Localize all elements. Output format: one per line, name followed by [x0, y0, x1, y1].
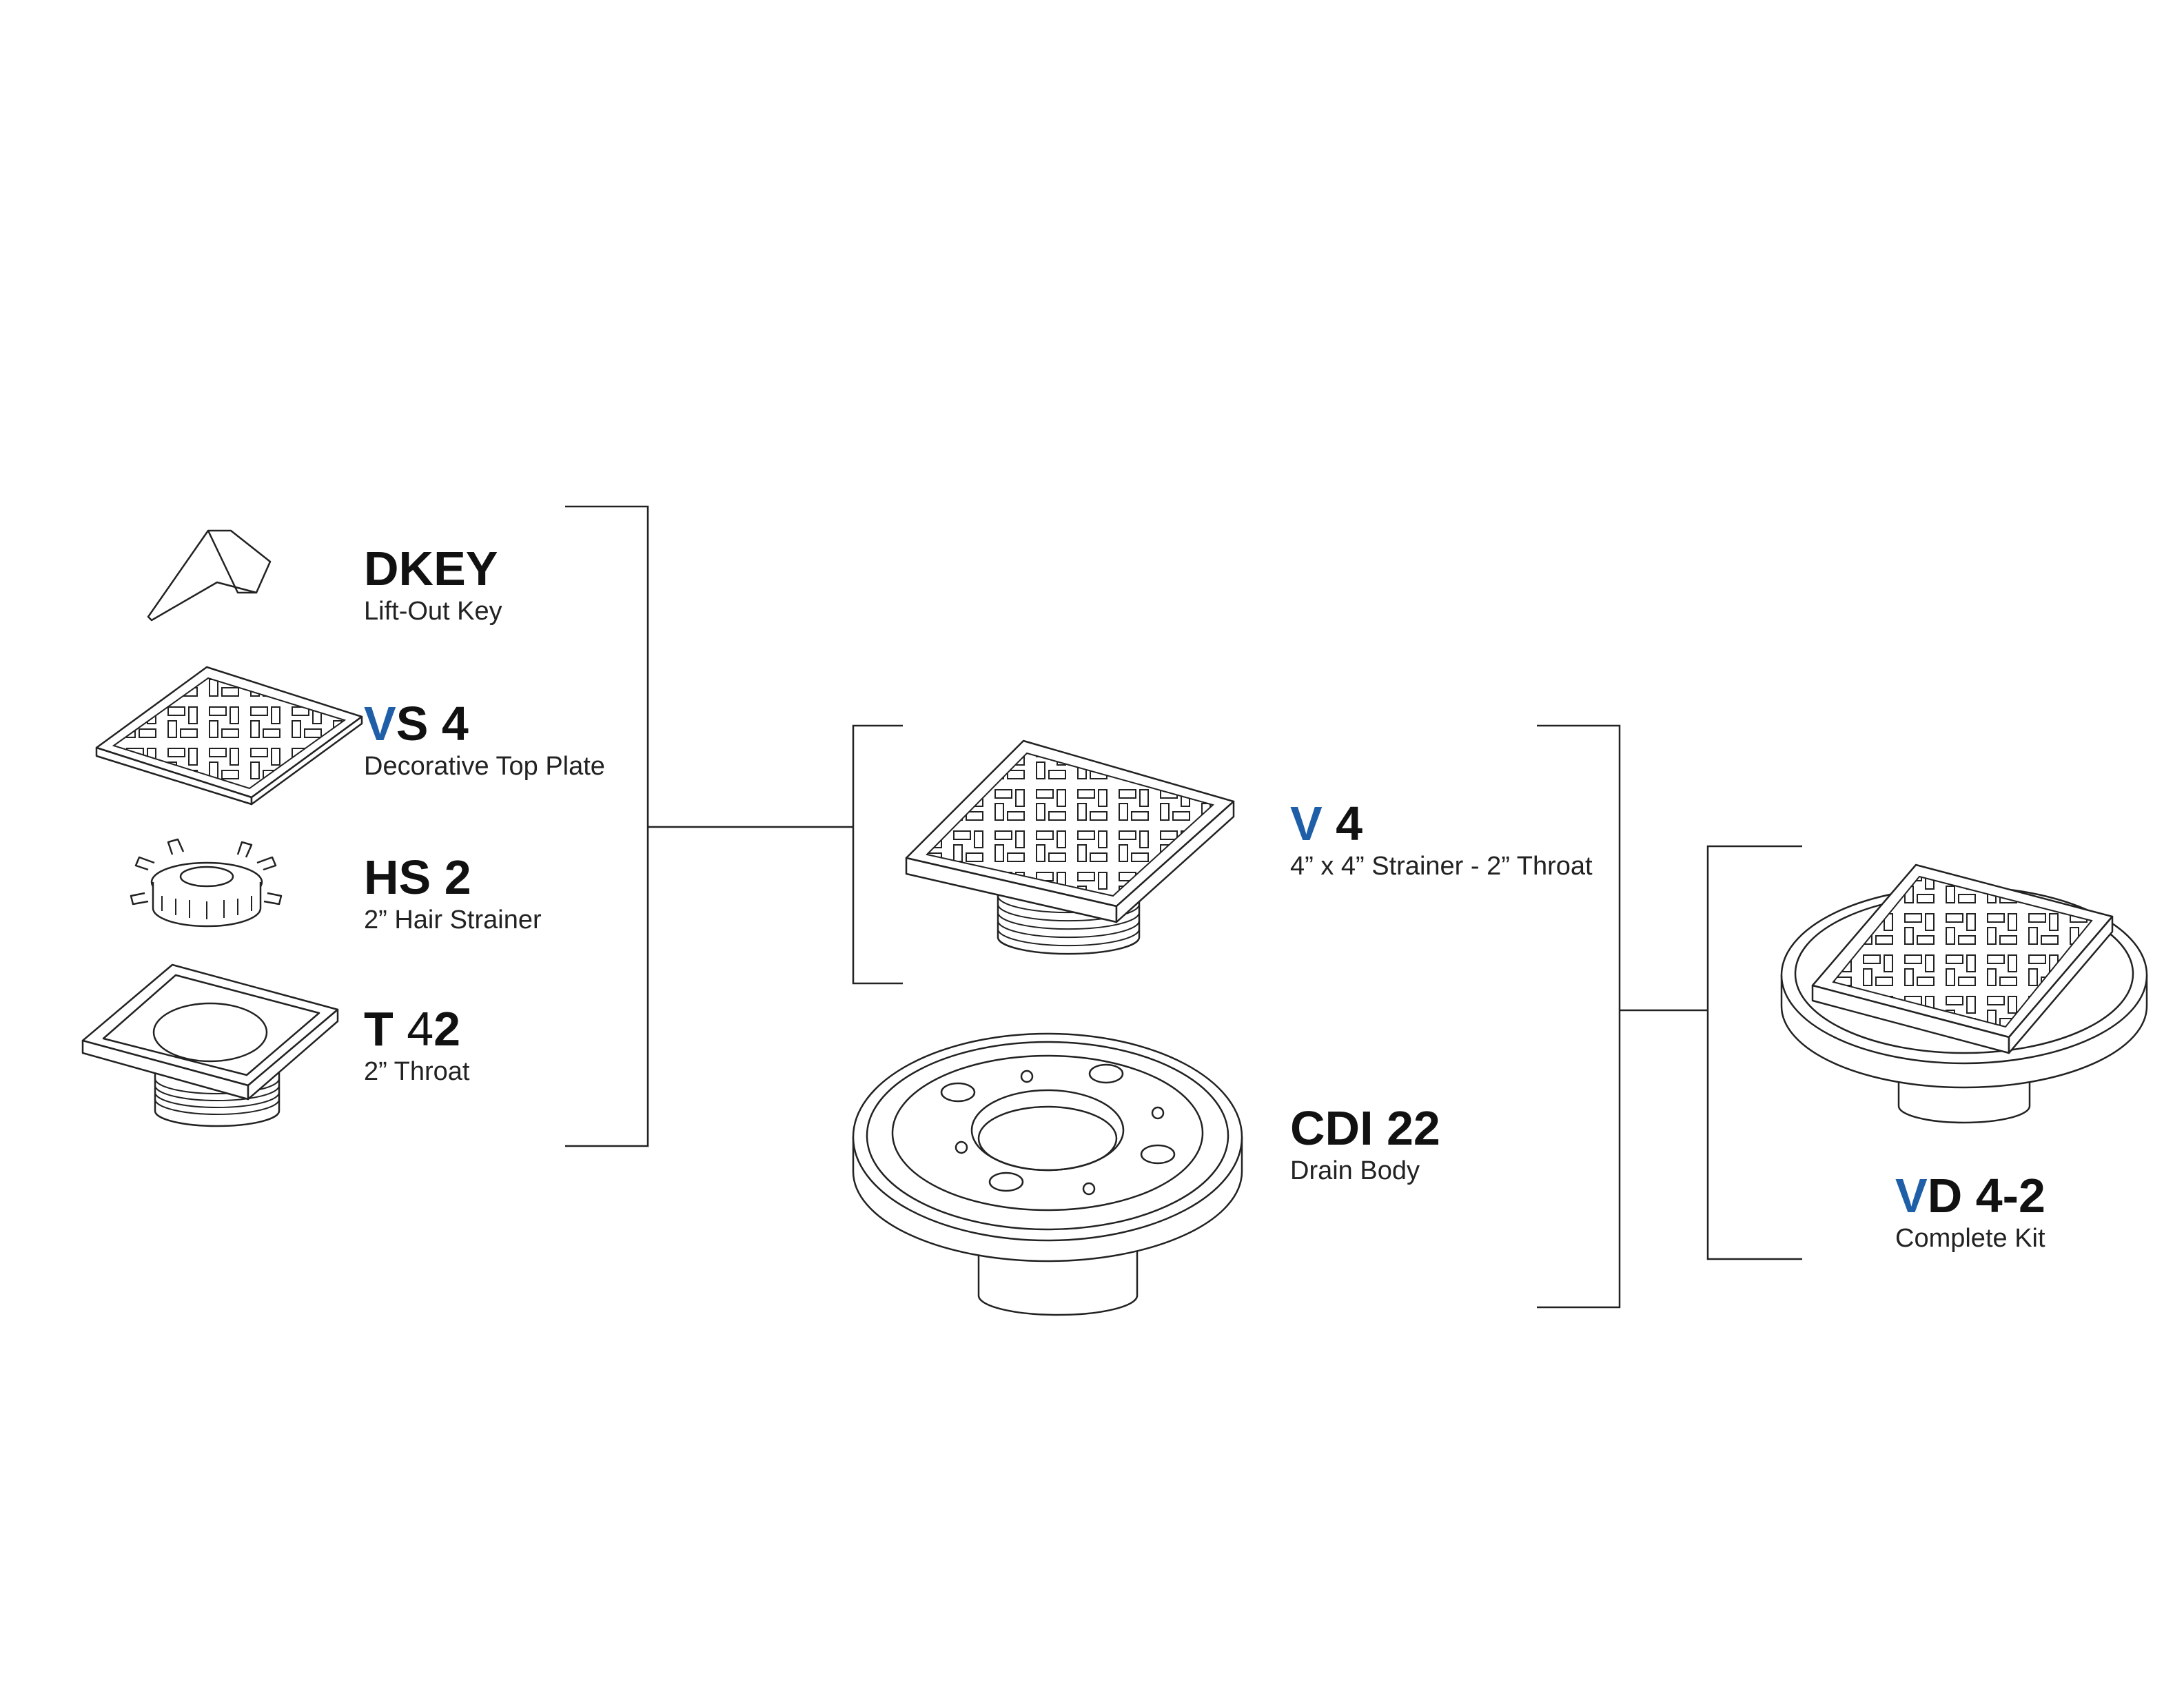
cdi22-holes: [955, 1070, 1165, 1196]
desc-dkey: Lift-Out Key: [364, 597, 502, 626]
desc-t42: 2” Throat: [364, 1057, 470, 1086]
bracket-v4: [852, 724, 903, 985]
code-t42-c: 2: [433, 1002, 461, 1056]
desc-v4: 4” x 4” Strainer - 2” Throat: [1290, 852, 1593, 881]
desc-cdi22: Drain Body: [1290, 1156, 1420, 1185]
code-v4-rest: 4: [1322, 797, 1363, 850]
label-v4: V 4 4” x 4” Strainer - 2” Throat: [1290, 799, 1593, 879]
hs2-illustration: [130, 838, 283, 928]
bracket-right-group: [1537, 724, 1708, 1309]
code-vd42-accent: V: [1895, 1169, 1928, 1223]
code-t42-a: T: [364, 1002, 407, 1056]
label-vd42: VD 4-2 Complete Kit: [1895, 1172, 2045, 1251]
code-t42: T 42: [364, 1005, 469, 1053]
code-vd42-rest: D 4-2: [1927, 1169, 2045, 1223]
vs4-illustration: [95, 666, 363, 806]
code-t42-b: 4: [407, 1002, 434, 1056]
code-v4: V 4: [1290, 799, 1593, 848]
label-t42: T 42 2” Throat: [364, 1005, 469, 1085]
bracket-left-group: [565, 505, 853, 1147]
cdi22-illustration: [852, 1032, 1243, 1316]
code-vs4-rest: S 4: [396, 697, 469, 750]
desc-vd42: Complete Kit: [1895, 1224, 2045, 1253]
code-dkey: DKEY: [364, 542, 498, 595]
desc-hs2: 2” Hair Strainer: [364, 906, 542, 934]
code-hs2: HS 2: [364, 850, 471, 904]
label-cdi22: CDI 22 Drain Body: [1290, 1104, 1440, 1184]
code-vd42: VD 4-2: [1895, 1172, 2045, 1220]
dkey-illustration: [147, 529, 272, 622]
v4-illustration: [905, 739, 1235, 955]
label-dkey: DKEY Lift-Out Key: [364, 544, 502, 624]
cdi22-bolts: [940, 1063, 1176, 1192]
code-vs4-accent: V: [364, 697, 396, 750]
label-vs4: VS 4 Decorative Top Plate: [364, 699, 605, 779]
code-v4-accent: V: [1290, 797, 1323, 850]
desc-vs4: Decorative Top Plate: [364, 752, 605, 781]
bracket-vd42: [1706, 845, 1802, 1260]
vd42-illustration: [1780, 863, 2148, 1124]
code-vs4: VS 4: [364, 699, 605, 748]
label-hs2: HS 2 2” Hair Strainer: [364, 853, 542, 933]
code-cdi22: CDI 22: [1290, 1101, 1440, 1155]
t42-illustration: [81, 963, 339, 1127]
